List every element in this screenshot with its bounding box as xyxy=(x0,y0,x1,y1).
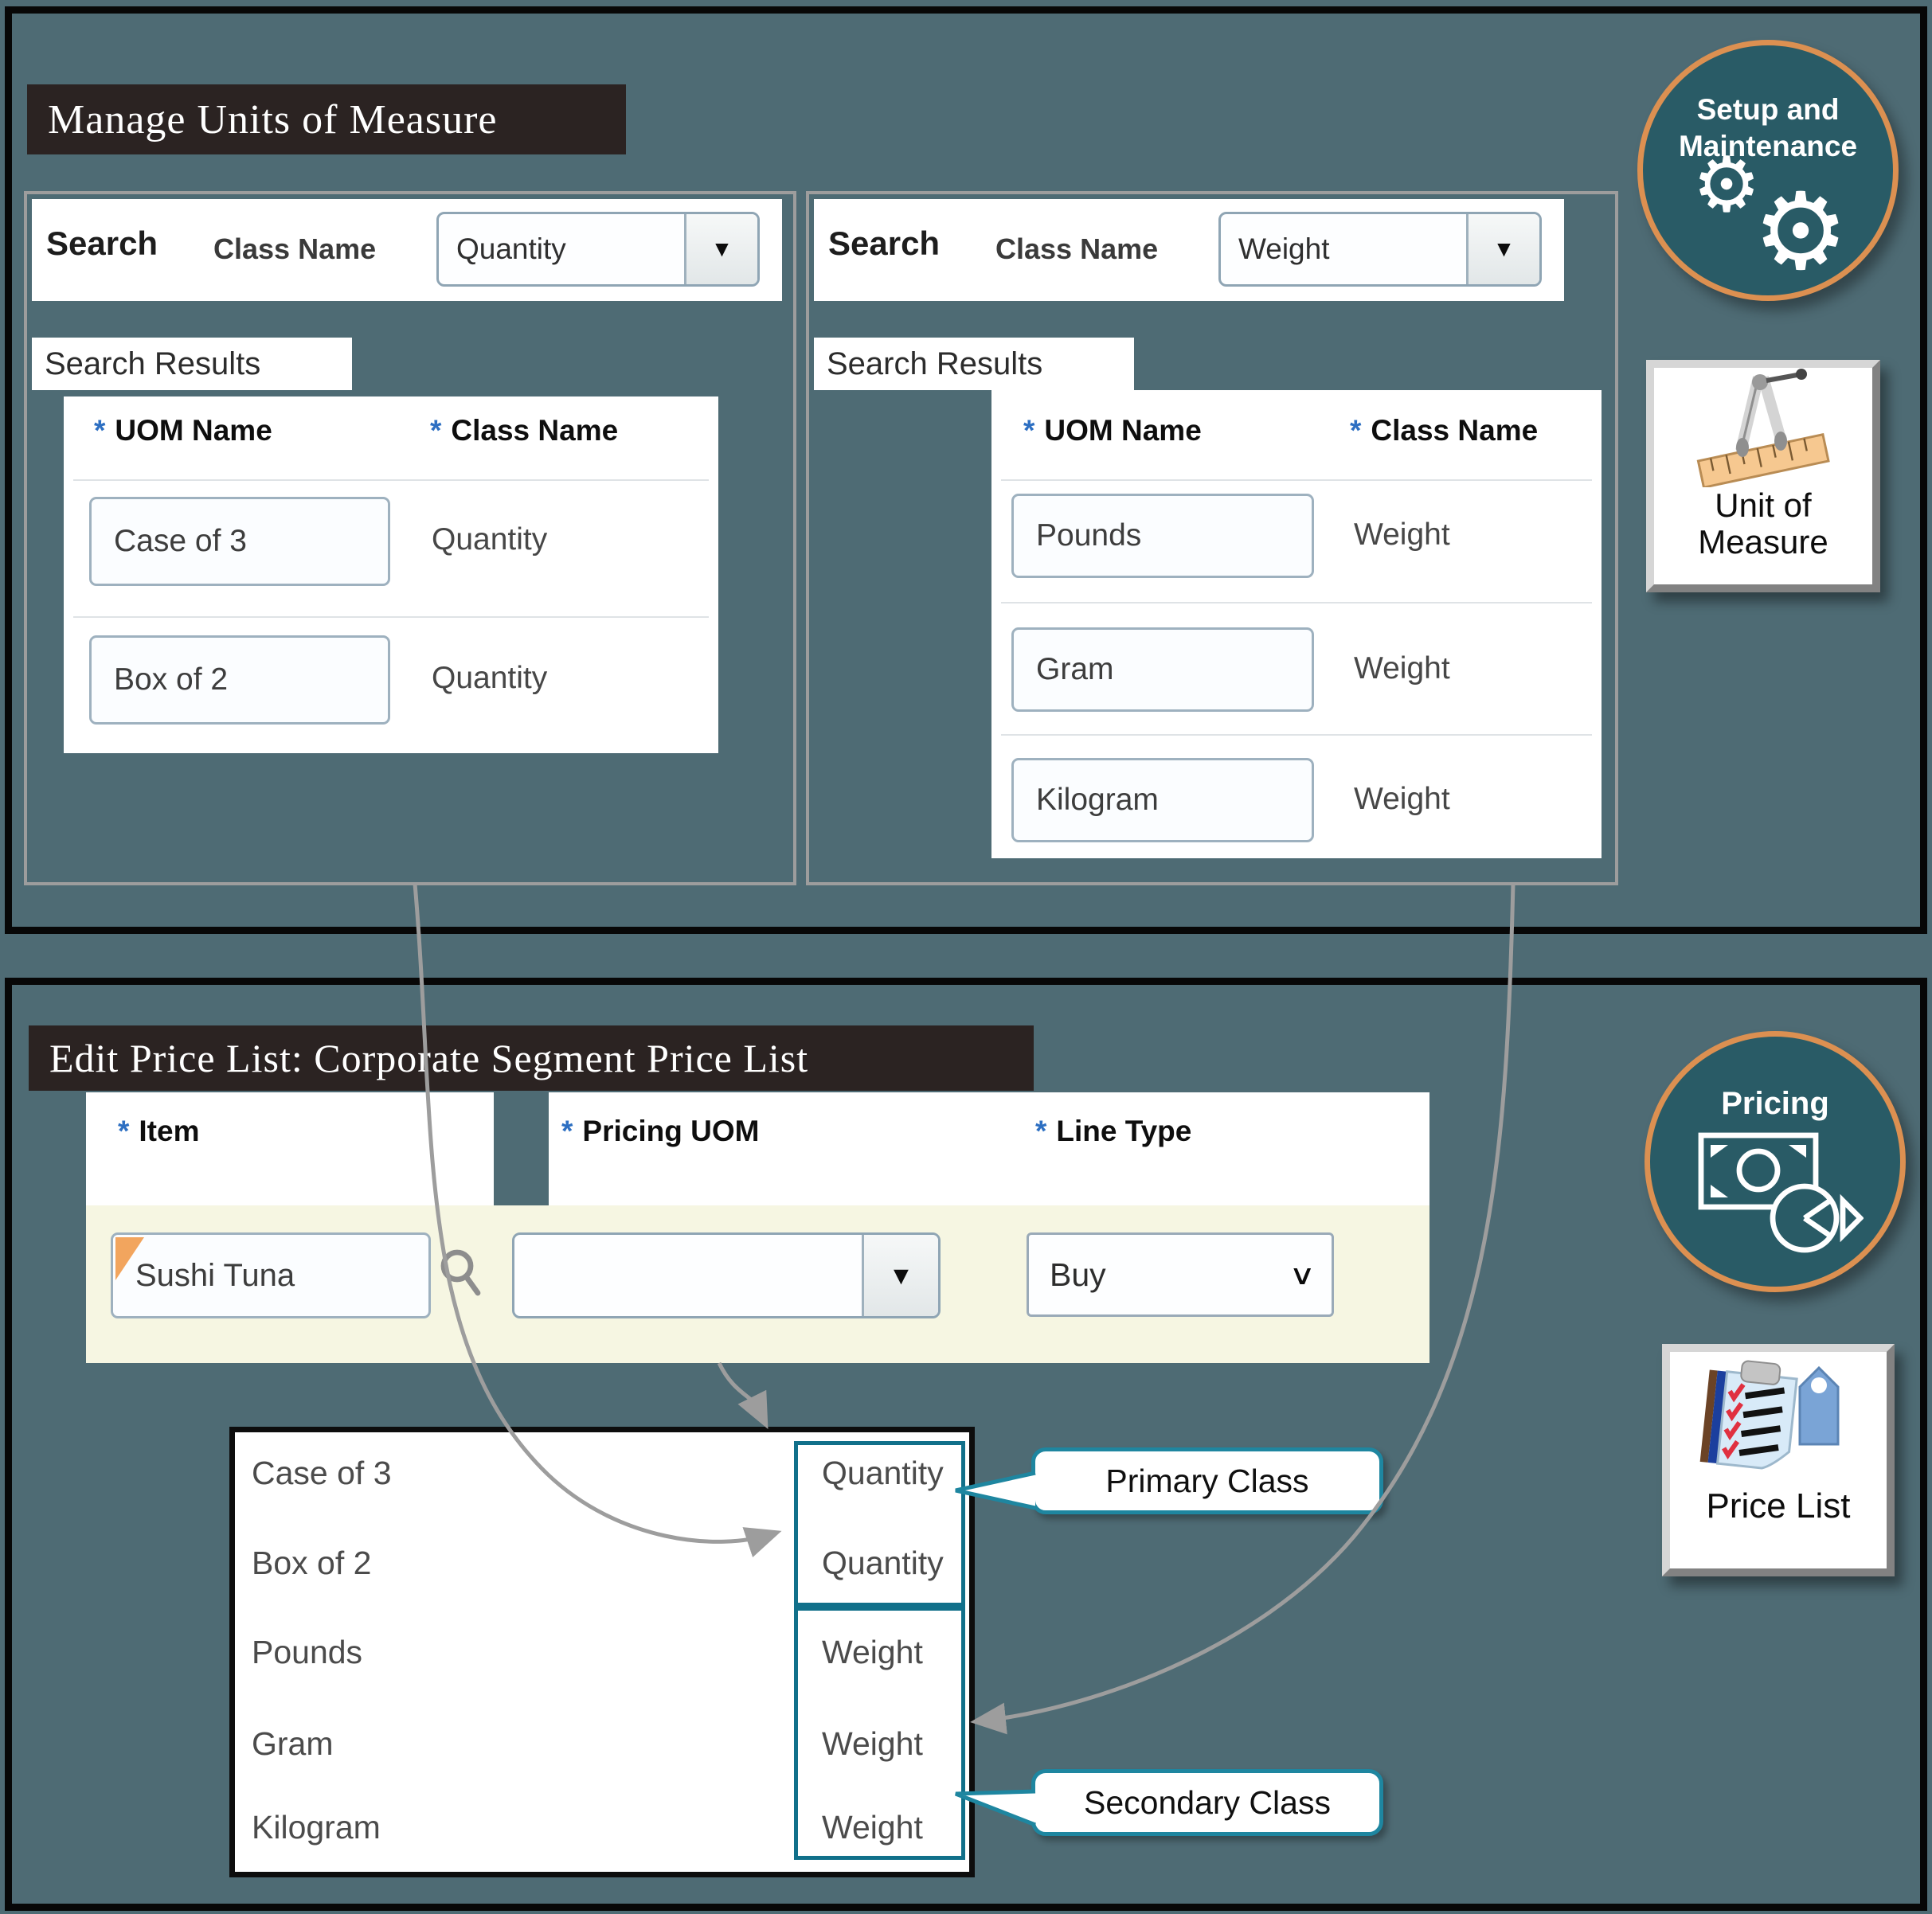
uom-name-input[interactable]: Case of 3 xyxy=(89,497,390,586)
row-divider xyxy=(1001,602,1592,603)
banknote-pie-icon xyxy=(1698,1132,1864,1253)
line-type-value: Buy xyxy=(1050,1256,1106,1293)
uom-name-input[interactable]: Box of 2 xyxy=(89,635,390,725)
list-item-name[interactable]: Kilogram xyxy=(252,1809,381,1846)
list-item-class: Quantity xyxy=(822,1545,944,1581)
required-marker-icon: * xyxy=(430,414,442,447)
pricing-uom-dropdown-value xyxy=(514,1235,862,1316)
row-divider xyxy=(1001,734,1592,736)
uom-tile-label-line2: Measure xyxy=(1698,523,1828,561)
dropdown-arrow-icon[interactable]: ▼ xyxy=(684,214,757,284)
list-item-class: Weight xyxy=(822,1725,923,1762)
weight-class-dropdown[interactable]: Weight ▼ xyxy=(1218,212,1542,287)
line-type-column-header: *Line Type xyxy=(1035,1115,1192,1147)
search-icon[interactable] xyxy=(436,1247,487,1299)
pricing-icon[interactable]: Pricing xyxy=(1645,1031,1906,1292)
secondary-class-callout: Secondary Class xyxy=(1031,1769,1383,1836)
row-divider xyxy=(1001,479,1592,481)
gear-icon: ⚙ xyxy=(1692,143,1762,228)
row-divider xyxy=(73,616,709,618)
weight-search-results-label: Search Results xyxy=(814,338,1134,390)
pricing-uom-column-header: *Pricing UOM xyxy=(561,1115,760,1147)
weight-class-name-label: Class Name xyxy=(995,232,1159,265)
item-column-header: *Item xyxy=(118,1115,200,1147)
line-type-select[interactable]: Buy ∨ xyxy=(1027,1232,1334,1317)
required-marker-icon: * xyxy=(94,414,106,447)
required-marker-icon: * xyxy=(1035,1115,1047,1147)
dropdown-arrow-icon[interactable]: ▼ xyxy=(1466,214,1539,284)
dropdown-arrow-icon[interactable]: ▼ xyxy=(862,1235,938,1316)
pricing-uom-dropdown[interactable]: ▼ xyxy=(512,1232,941,1318)
required-marker-icon: * xyxy=(118,1115,130,1147)
quantity-class-name-header: *Class Name xyxy=(430,414,619,447)
pricing-badge-label: Pricing xyxy=(1721,1086,1829,1121)
unsaved-change-corner-icon xyxy=(115,1237,144,1280)
quantity-search-label: Search xyxy=(46,225,158,262)
setup-badge-line1: Setup and xyxy=(1696,93,1840,126)
quantity-search-group xyxy=(24,191,796,885)
list-item-class: Quantity xyxy=(822,1455,944,1491)
uom-linetype-header-block xyxy=(549,1092,1429,1205)
list-item-name[interactable]: Pounds xyxy=(252,1634,363,1670)
setup-and-maintenance-icon[interactable]: Setup and Maintenance ⚙ ⚙ xyxy=(1637,40,1899,301)
list-item-class: Weight xyxy=(822,1809,923,1846)
required-marker-icon: * xyxy=(1350,414,1362,447)
weight-uom-name-header: *UOM Name xyxy=(1023,414,1202,447)
weight-class-name-header: *Class Name xyxy=(1350,414,1539,447)
class-name-cell: Weight xyxy=(1354,651,1450,686)
uom-name-input[interactable]: Kilogram xyxy=(1011,758,1314,842)
quantity-class-dropdown-value: Quantity xyxy=(456,232,566,265)
primary-class-callout: Primary Class xyxy=(1031,1447,1383,1514)
uom-tile-label-line1: Unit of xyxy=(1715,486,1812,524)
edit-price-list-title: Edit Price List: Corporate Segment Price… xyxy=(29,1025,1034,1091)
setup-badge-line2: Maintenance xyxy=(1678,130,1858,162)
price-list-tile[interactable]: Price List xyxy=(1662,1344,1895,1576)
quantity-class-dropdown[interactable]: Quantity ▼ xyxy=(436,212,760,287)
item-header-block xyxy=(86,1092,494,1205)
manage-uom-panel-frame xyxy=(5,6,1927,934)
unit-of-measure-tile[interactable]: Unit of Measure xyxy=(1646,360,1880,592)
list-item-name[interactable]: Box of 2 xyxy=(252,1545,372,1581)
uom-name-input[interactable]: Pounds xyxy=(1011,494,1314,578)
clipboard-tag-icon xyxy=(1699,1360,1840,1470)
caliper-ruler-icon xyxy=(1696,369,1830,487)
chevron-down-icon: ∨ xyxy=(1289,1259,1316,1291)
quantity-class-name-label: Class Name xyxy=(213,232,377,265)
weight-search-label: Search xyxy=(828,225,941,262)
required-marker-icon: * xyxy=(561,1115,573,1147)
manage-uom-title: Manage Units of Measure xyxy=(27,84,626,154)
row-divider xyxy=(73,479,709,481)
secondary-class-highlight-box xyxy=(794,1607,965,1860)
weight-class-dropdown-value: Weight xyxy=(1238,232,1330,265)
item-input[interactable]: Sushi Tuna xyxy=(111,1232,431,1318)
class-name-cell: Quantity xyxy=(432,522,548,557)
class-name-cell: Weight xyxy=(1354,782,1450,816)
required-marker-icon: * xyxy=(1023,414,1035,447)
list-item-name[interactable]: Case of 3 xyxy=(252,1455,392,1491)
list-item-class: Weight xyxy=(822,1634,923,1670)
primary-class-highlight-box xyxy=(794,1441,965,1607)
price-list-tile-label: Price List xyxy=(1706,1486,1851,1525)
gear-icon: ⚙ xyxy=(1753,173,1849,291)
list-item-name[interactable]: Gram xyxy=(252,1725,334,1762)
quantity-search-results-label: Search Results xyxy=(32,338,352,390)
edit-price-list-panel-frame xyxy=(5,978,1927,1911)
uom-name-input[interactable]: Gram xyxy=(1011,627,1314,712)
quantity-uom-name-header: *UOM Name xyxy=(94,414,272,447)
class-name-cell: Weight xyxy=(1354,518,1450,552)
class-name-cell: Quantity xyxy=(432,661,548,695)
